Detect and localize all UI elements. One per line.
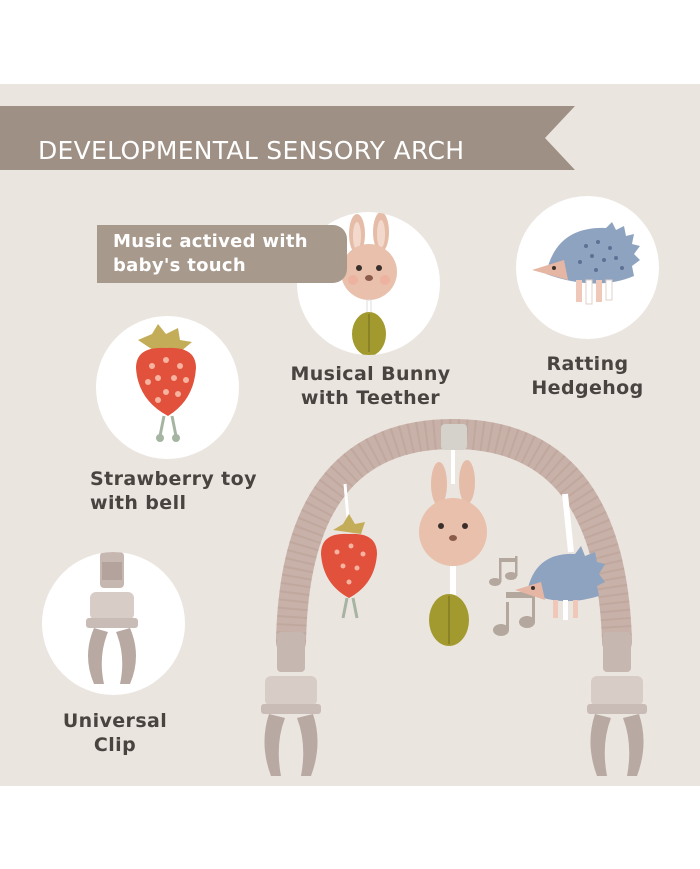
bunny-circle [297,212,440,355]
clip-label-line1: Universal [62,710,168,732]
strawberry-toy-image [136,324,196,442]
arch-bunny [419,450,487,646]
hedgehog-label-line2: Hedgehog [531,377,644,399]
arch-strawberry [321,483,377,619]
clip-circle [42,552,185,695]
left-clip [261,632,321,776]
music-tag-line2: baby's touch [113,255,247,276]
music-tag-line1: Music actived with [113,231,308,252]
strawberry-label: Strawberry toy with bell [90,467,260,515]
strawberry-circle [96,316,239,459]
arch-illustration [261,418,647,776]
music-note-icon [489,556,535,636]
clip-label-line2: Clip [93,734,137,756]
product-panel: DEVELOPMENTAL SENSORY ARCH Music actived… [0,84,700,786]
banner-title: DEVELOPMENTAL SENSORY ARCH [38,136,465,165]
hedgehog-toy-image [532,222,640,305]
bunny-label: Musical Bunny with Teether [288,362,453,410]
right-clip [587,632,647,776]
bunny-label-line2: with Teether [300,387,441,409]
hedgehog-label-line1: Ratting [546,353,629,375]
hedgehog-label: Ratting Hedgehog [520,352,655,400]
bunny-label-line1: Musical Bunny [290,363,451,385]
hedgehog-circle [516,196,659,339]
clip-label: Universal Clip [60,709,170,757]
strawberry-label-line2: with bell [90,492,187,514]
strawberry-label-line1: Strawberry toy [90,468,257,490]
music-feature-tag: Music actived with baby's touch [97,225,347,283]
title-banner: DEVELOPMENTAL SENSORY ARCH [0,106,575,174]
clip-image [86,552,138,684]
arch-hedgehog [515,493,605,620]
bunny-toy-image [341,212,397,355]
